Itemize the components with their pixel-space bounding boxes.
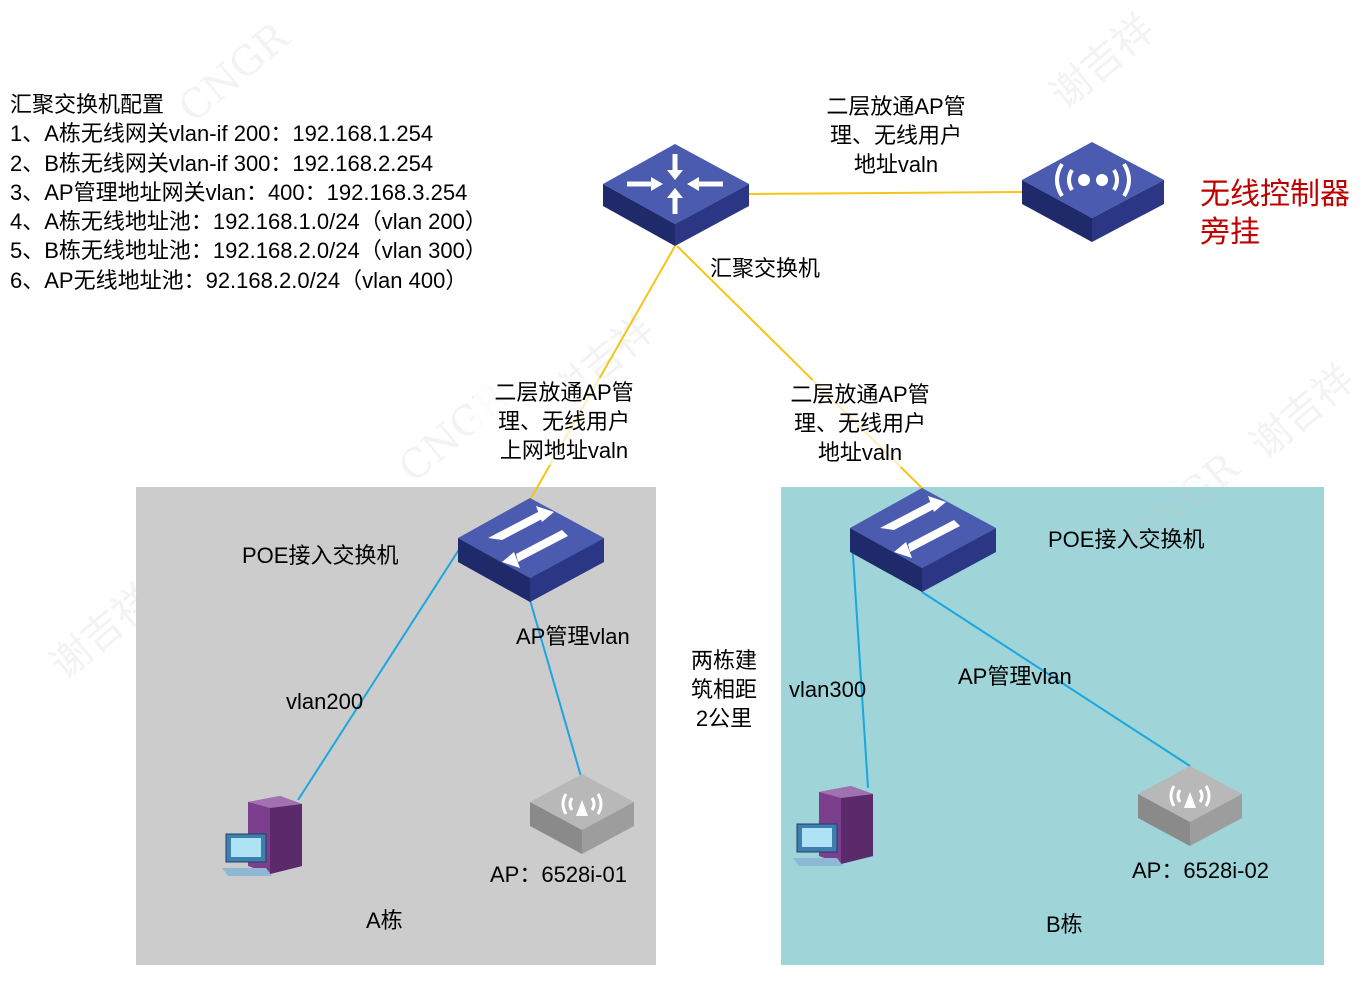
config-line: 6、AP无线地址池：92.168.2.0/24（vlan 400） [10,267,468,293]
uplink-core-wlc [747,191,1025,195]
building-b-name: B栋 [1046,912,1083,937]
config-line: 3、AP管理地址网关vlan：400：192.168.3.254 [10,179,468,205]
wlc-icon [1022,142,1164,242]
wlc-link-label: 二层放通AP管理、无线用户地址valn [826,94,966,177]
core-switch-label: 汇聚交换机 [710,256,821,281]
link-a-label: 二层放通AP管理、无线用户上网地址valn [474,378,654,465]
access-a-pc [297,547,461,801]
pc-a-icon [222,796,302,876]
ap-b-name: AP：6528i-02 [1132,858,1269,883]
access-switch-a-icon [458,498,604,602]
link-b-label: 二层放通AP管理、无线用户地址valn [770,380,950,467]
pc-b-icon [793,786,873,866]
access-switch-a-label: POE接入交换机 [242,543,399,568]
building-b-zone [781,487,1324,965]
access-b-ap [921,591,1191,767]
ap-b-icon [1138,766,1242,846]
config-notes: 汇聚交换机配置 1、A栋无线网关vlan-if 200：192.168.1.25… [10,90,487,295]
config-line: 5、B栋无线地址池：192.168.2.0/24（vlan 300） [10,238,487,264]
pc-a-vlan-label: vlan200 [286,689,364,714]
access-switch-b-label: POE接入交换机 [1048,527,1205,552]
building-a-name: A栋 [366,908,403,933]
config-line: 4、A栋无线地址池：192.168.1.0/24（vlan 200） [10,209,487,235]
core-switch-icon [603,144,749,246]
ap-a-icon [530,774,634,854]
ap-a-vlan-label: AP管理vlan [516,624,630,649]
ap-a-name: AP：6528i-01 [490,862,627,887]
config-line: 1、A栋无线网关vlan-if 200：192.168.1.254 [10,121,434,147]
access-b-pc [851,539,869,789]
config-title: 汇聚交换机配置 [10,92,165,117]
config-line: 2、B栋无线网关vlan-if 300：192.168.2.254 [10,150,434,176]
access-a-ap [529,599,583,781]
pc-b-vlan-label: vlan300 [789,677,867,702]
ap-b-vlan-label: AP管理vlan [958,664,1072,689]
wlc-label: 无线控制器旁挂 [1200,178,1350,249]
access-switch-b-icon [850,488,996,592]
